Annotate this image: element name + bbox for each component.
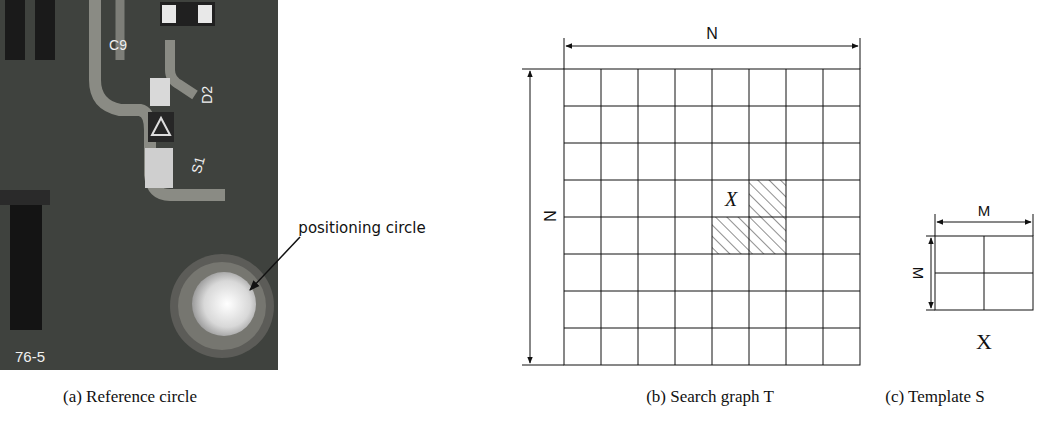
cell-label: X (725, 189, 737, 209)
pcb-photo (0, 0, 278, 370)
subfigure-caption: (b) Search graph T (646, 388, 774, 405)
template-grid (926, 214, 1033, 310)
template-label: X (976, 331, 992, 353)
silkscreen-label: S1 (189, 155, 207, 175)
silkscreen-label: D2 (200, 86, 214, 104)
subfigure-caption: (c) Template S (885, 388, 985, 405)
dimension-label: N (706, 26, 718, 42)
search-grid (522, 38, 860, 365)
silkscreen-label: 76-5 (15, 349, 45, 364)
subfigure-caption: (a) Reference circle (63, 388, 197, 405)
silkscreen-label: C9 (109, 38, 127, 52)
dimension-label: M (911, 267, 926, 280)
dimension-label: M (978, 203, 991, 218)
leader-arrow (250, 237, 300, 290)
callout-label: positioning circle (298, 221, 425, 236)
dimension-label: N (541, 210, 557, 222)
